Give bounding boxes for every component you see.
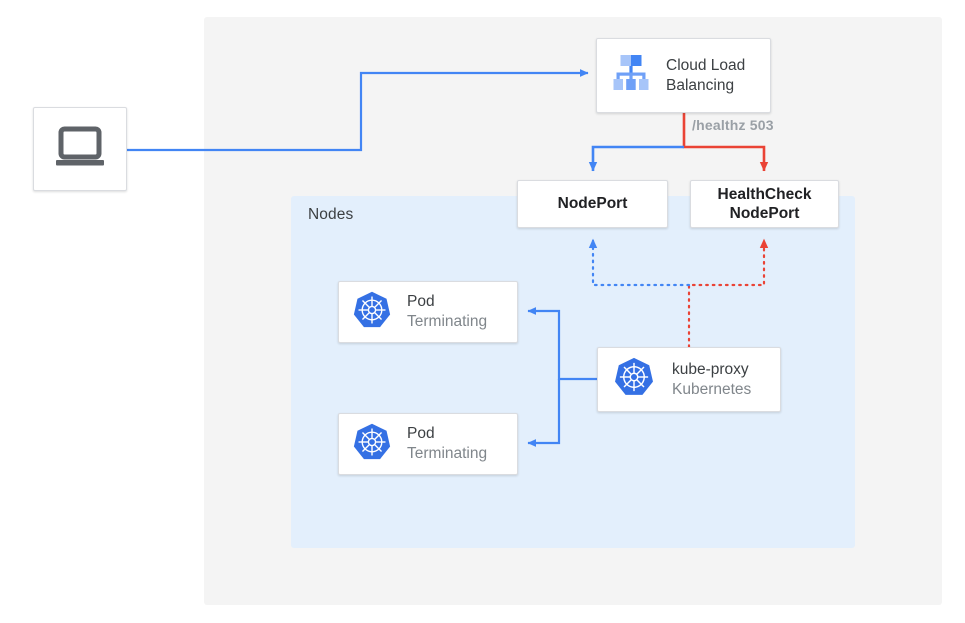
pod-node-1[interactable]: Pod Terminating: [338, 281, 518, 343]
healthcheck-nodeport-label-line1: HealthCheck: [717, 185, 812, 203]
cloud-load-balancing-title-line2: Balancing: [666, 76, 735, 94]
kubernetes-icon: [351, 289, 393, 336]
kube-proxy-node[interactable]: kube-proxy Kubernetes: [597, 347, 781, 412]
kubernetes-icon: [351, 421, 393, 468]
laptop-icon: [54, 126, 106, 173]
pod-status: Terminating: [407, 445, 488, 462]
kube-proxy-title: kube-proxy: [672, 360, 749, 378]
healthcheck-nodeport-label: HealthCheck NodePort: [691, 185, 838, 224]
pod-title: Pod: [407, 293, 435, 311]
pod-status: Terminating: [407, 313, 488, 330]
healthz-status-label: /healthz 503: [692, 117, 774, 133]
kubernetes-icon: [612, 355, 656, 404]
cloud-load-balancing-icon: [608, 52, 654, 99]
cloud-load-balancing-node[interactable]: Cloud Load Balancing: [596, 38, 771, 113]
nodes-region-label: Nodes: [308, 206, 354, 223]
healthcheck-nodeport-label-line2: NodePort: [729, 205, 800, 222]
nodeport-node[interactable]: NodePort: [517, 180, 668, 228]
healthcheck-nodeport-node[interactable]: HealthCheck NodePort: [690, 180, 839, 228]
pod-node-2[interactable]: Pod Terminating: [338, 413, 518, 475]
cloud-load-balancing-title-line1: Cloud Load: [666, 56, 746, 74]
client-node[interactable]: [33, 107, 127, 191]
nodeport-label: NodePort: [557, 195, 628, 213]
kube-proxy-subtitle: Kubernetes: [672, 380, 752, 398]
pod-title: Pod: [407, 425, 435, 443]
